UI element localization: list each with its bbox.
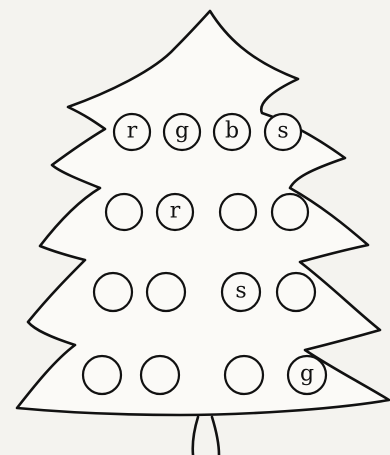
bauble-circle-r4-c2 <box>141 356 179 394</box>
bauble-letter-r3-c3: s <box>235 279 246 304</box>
bauble-letter-r1-c3: b <box>225 119 239 144</box>
bauble-circle-r3-c2 <box>147 273 185 311</box>
bauble-circle-r2-c4 <box>272 194 308 230</box>
bauble-letter-r2-c2: r <box>170 199 181 224</box>
tree-outline <box>17 11 389 415</box>
trunk-right-line <box>212 417 219 455</box>
trunk-left-line <box>193 417 198 455</box>
bauble-circle-r3-c1 <box>94 273 132 311</box>
bauble-circle-r4-c1 <box>83 356 121 394</box>
bauble-circle-r2-c1 <box>106 194 142 230</box>
bauble-circle-r4-c3 <box>225 356 263 394</box>
bauble-letter-r1-c4: s <box>277 119 288 144</box>
bauble-letter-r1-c1: r <box>127 119 138 144</box>
bauble-circle-r2-c3 <box>220 194 256 230</box>
bauble-letter-r4-c4: g <box>300 362 314 387</box>
bauble-letter-r1-c2: g <box>175 119 189 144</box>
bauble-circle-r3-c4 <box>277 273 315 311</box>
